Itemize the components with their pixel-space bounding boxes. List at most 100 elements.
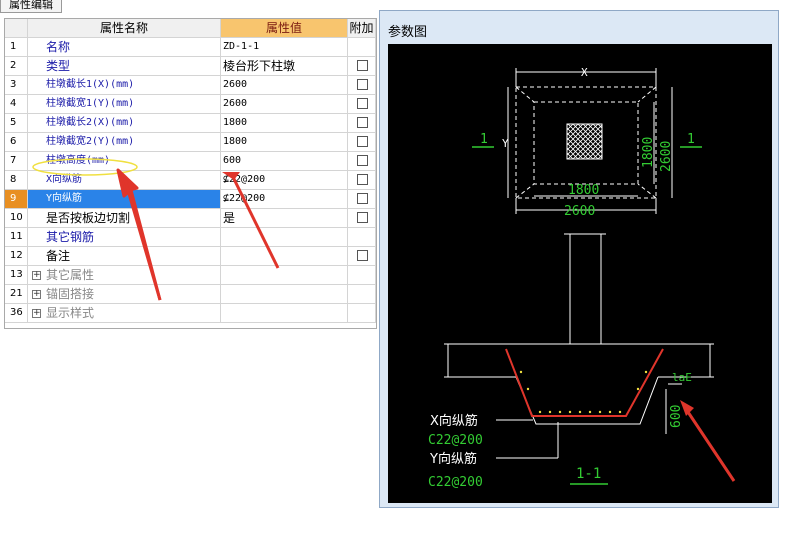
panel-title: 参数图 bbox=[388, 25, 428, 40]
table-row[interactable]: 11 其它钢筋 bbox=[5, 228, 376, 247]
table-row[interactable]: 2 类型 棱台形下柱墩 bbox=[5, 57, 376, 76]
row-name: + 显示样式 bbox=[28, 304, 221, 322]
row-name: + 其它属性 bbox=[28, 266, 221, 284]
row-extra bbox=[348, 304, 376, 322]
row-value[interactable]: ⊈22@200 bbox=[221, 171, 348, 189]
header-num bbox=[5, 19, 28, 37]
inner-rect bbox=[533, 101, 639, 185]
expand-plus-icon[interactable]: + bbox=[32, 270, 41, 280]
row-extra bbox=[348, 57, 376, 75]
table-row[interactable]: 10 是否按板边切割 是 bbox=[5, 209, 376, 228]
group-label: 其它属性 bbox=[46, 268, 95, 282]
table-row[interactable]: 3 柱墩截长1(X)(mm) 2600 bbox=[5, 76, 376, 95]
dim-2600-v: 2600 bbox=[659, 141, 674, 172]
lae-label: laE bbox=[672, 371, 692, 384]
row-value[interactable]: 2600 bbox=[221, 76, 348, 94]
row-number: 1 bbox=[5, 38, 28, 56]
param-diagram-panel: 参数图 bbox=[379, 10, 779, 508]
extra-checkbox[interactable] bbox=[357, 155, 368, 166]
rebar-line bbox=[505, 348, 664, 417]
row-value[interactable]: 1800 bbox=[221, 114, 348, 132]
row-value[interactable]: 是 bbox=[221, 209, 348, 227]
row-name: 柱墩高度(mm) bbox=[28, 152, 221, 170]
x-rebar-label: X向纵筋 bbox=[430, 413, 478, 429]
dim-600: 600 bbox=[669, 405, 684, 428]
row-extra bbox=[348, 190, 376, 208]
row-value[interactable]: 600 bbox=[221, 152, 348, 170]
dim-1800-h: 1800 bbox=[568, 183, 599, 198]
row-extra bbox=[348, 76, 376, 94]
row-value[interactable]: 棱台形下柱墩 bbox=[221, 57, 348, 75]
extra-checkbox[interactable] bbox=[357, 79, 368, 90]
section-view bbox=[444, 233, 714, 425]
row-name: 柱墩截长1(X)(mm) bbox=[28, 76, 221, 94]
table-row-group[interactable]: 13 + 其它属性 bbox=[5, 266, 376, 285]
row-extra bbox=[348, 95, 376, 113]
row-number: 3 bbox=[5, 76, 28, 94]
row-number: 5 bbox=[5, 114, 28, 132]
diagram-canvas: X Y 1800 2600 1800 2600 1 1 bbox=[388, 44, 772, 503]
header-extra[interactable]: 附加 bbox=[348, 19, 376, 37]
extra-checkbox[interactable] bbox=[357, 250, 368, 261]
annotation-arrow-3-shaft bbox=[686, 411, 736, 482]
header-value[interactable]: 属性值 bbox=[221, 19, 348, 37]
dim-1800-v: 1800 bbox=[641, 137, 656, 168]
x-rebar-spec: C22@200 bbox=[428, 433, 483, 448]
row-number: 2 bbox=[5, 57, 28, 75]
row-number: 21 bbox=[5, 285, 28, 303]
expand-plus-icon[interactable]: + bbox=[32, 308, 41, 318]
row-number: 13 bbox=[5, 266, 28, 284]
table-row[interactable]: 7 柱墩高度(mm) 600 bbox=[5, 152, 376, 171]
extra-checkbox[interactable] bbox=[357, 212, 368, 223]
table-row[interactable]: 1 名称 ZD-1-1 bbox=[5, 38, 376, 57]
table-row[interactable]: 8 X向纵筋 ⊈22@200 bbox=[5, 171, 376, 190]
header-name[interactable]: 属性名称 bbox=[28, 19, 221, 37]
table-row-group[interactable]: 36 +显示样式 bbox=[5, 304, 376, 323]
row-value[interactable]: 1800 bbox=[221, 133, 348, 151]
extra-checkbox[interactable] bbox=[357, 136, 368, 147]
extra-checkbox[interactable] bbox=[357, 98, 368, 109]
grid-header: 属性名称 属性值 附加 bbox=[5, 19, 376, 38]
row-number: 7 bbox=[5, 152, 28, 170]
row-number: 11 bbox=[5, 228, 28, 246]
table-row-selected[interactable]: 9 Y向纵筋 ⊈22@200 bbox=[5, 190, 376, 209]
row-extra bbox=[348, 38, 376, 56]
row-value[interactable]: ZD-1-1 bbox=[221, 38, 348, 56]
row-value[interactable] bbox=[221, 247, 348, 265]
row-number: 4 bbox=[5, 95, 28, 113]
row-name: 柱墩截宽2(Y)(mm) bbox=[28, 133, 221, 151]
extra-checkbox[interactable] bbox=[357, 117, 368, 128]
extra-checkbox[interactable] bbox=[357, 60, 368, 71]
expand-plus-icon[interactable]: + bbox=[32, 289, 41, 299]
row-number: 9 bbox=[5, 190, 28, 208]
row-value[interactable] bbox=[221, 228, 348, 246]
plan-view bbox=[515, 86, 657, 199]
row-name: 柱墩截宽1(Y)(mm) bbox=[28, 95, 221, 113]
row-name: 备注 bbox=[28, 247, 221, 265]
row-extra bbox=[348, 171, 376, 189]
row-value[interactable]: 2600 bbox=[221, 95, 348, 113]
property-grid: 属性名称 属性值 附加 1 名称 ZD-1-1 2 类型 棱台形下柱墩 3 柱墩… bbox=[4, 18, 377, 329]
section-mark-left: 1 bbox=[480, 132, 488, 147]
row-value[interactable]: ⊈22@200 bbox=[221, 190, 348, 208]
row-name: 柱墩截长2(X)(mm) bbox=[28, 114, 221, 132]
extra-checkbox[interactable] bbox=[357, 193, 368, 204]
row-value bbox=[221, 285, 348, 303]
row-extra bbox=[348, 209, 376, 227]
row-extra bbox=[348, 266, 376, 284]
extra-checkbox[interactable] bbox=[357, 174, 368, 185]
table-row[interactable]: 12 备注 bbox=[5, 247, 376, 266]
annotation-arrow-3-head bbox=[680, 400, 694, 416]
tab-property-editor[interactable]: 属性编辑 bbox=[0, 0, 62, 13]
row-name: Y向纵筋 bbox=[28, 190, 221, 208]
outer-rect bbox=[515, 86, 657, 199]
section-label: 1-1 bbox=[576, 466, 601, 482]
table-row[interactable]: 6 柱墩截宽2(Y)(mm) 1800 bbox=[5, 133, 376, 152]
tab-label: 属性编辑 bbox=[9, 0, 53, 11]
table-row[interactable]: 5 柱墩截长2(X)(mm) 1800 bbox=[5, 114, 376, 133]
group-label: 显示样式 bbox=[46, 306, 95, 320]
table-row-group[interactable]: 21 +锚固搭接 bbox=[5, 285, 376, 304]
row-extra bbox=[348, 247, 376, 265]
y-rebar-spec: C22@200 bbox=[428, 475, 483, 490]
table-row[interactable]: 4 柱墩截宽1(Y)(mm) 2600 bbox=[5, 95, 376, 114]
